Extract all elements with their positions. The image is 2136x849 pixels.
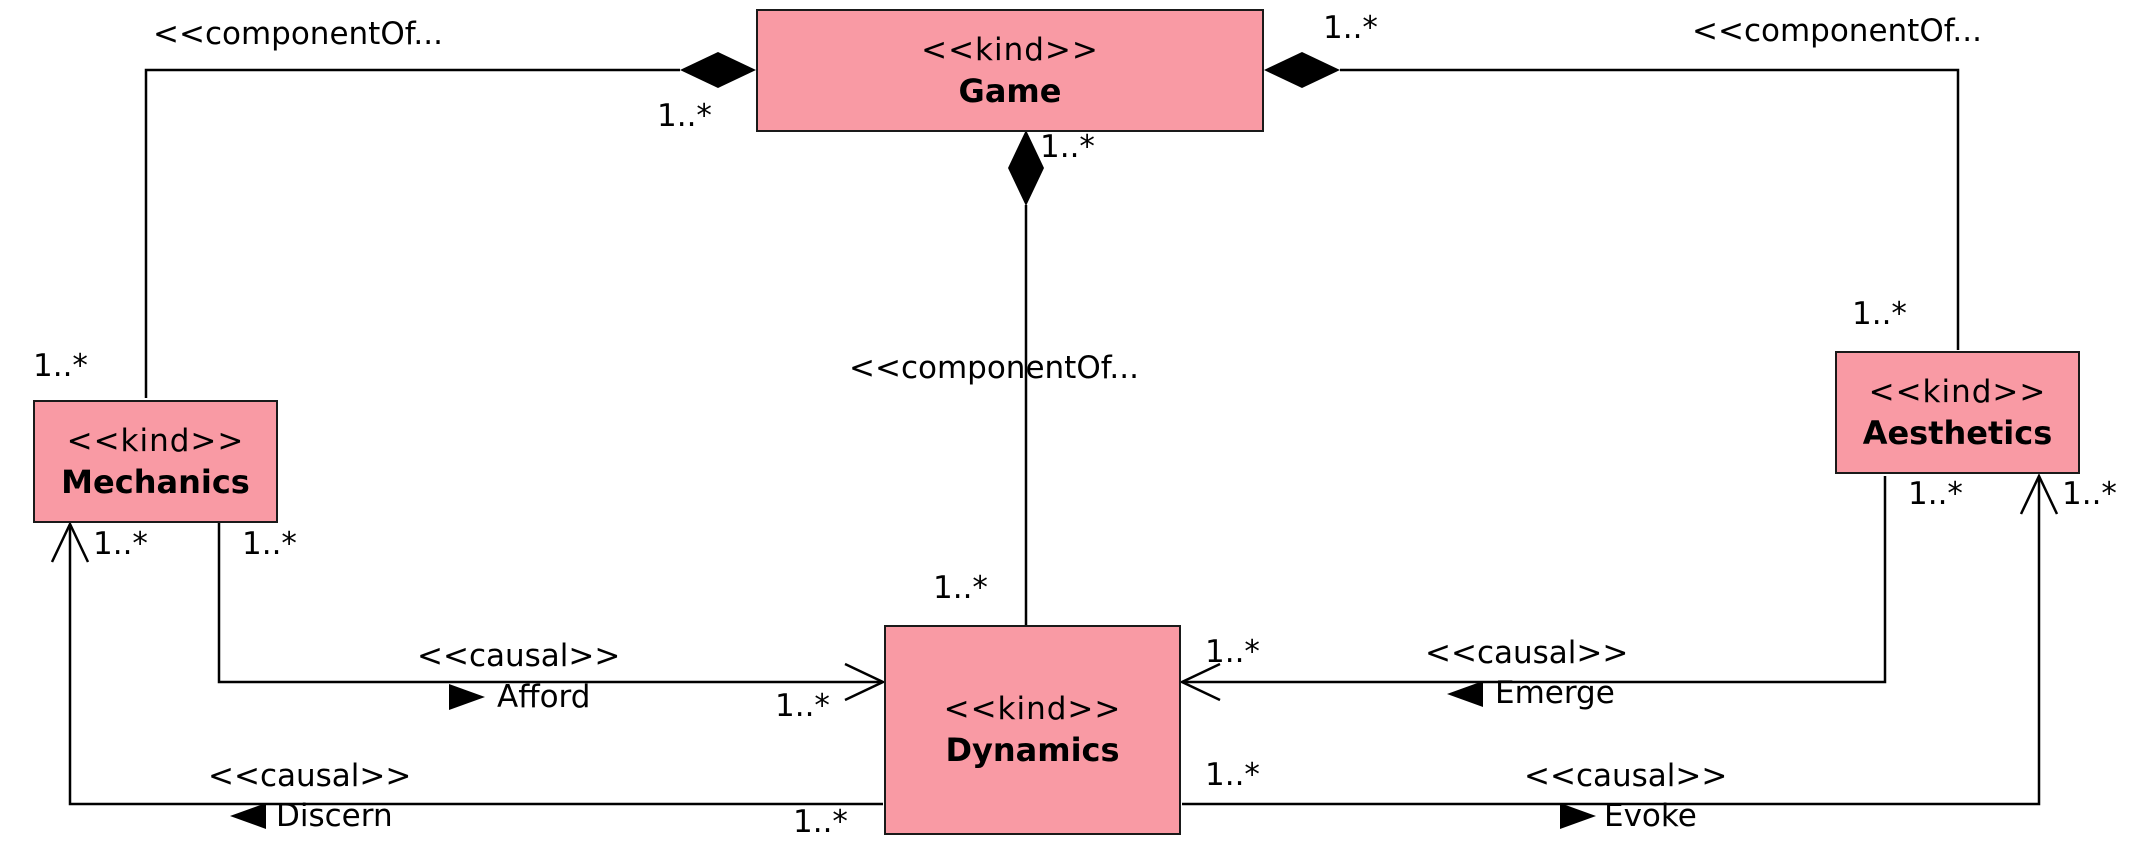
association-stereotype-label: <<causal>> — [208, 758, 412, 794]
class-name: Aesthetics — [1862, 413, 2053, 452]
association-stereotype-label: <<componentOf... — [849, 350, 1139, 386]
discern-direction-triangle — [230, 803, 266, 829]
class-stereotype: <<kind>> — [1868, 373, 2047, 410]
evoke-direction-triangle — [1560, 803, 1596, 829]
emerge-arrowhead — [1179, 662, 1221, 702]
class-aesthetics[interactable]: <<kind>> Aesthetics — [1835, 351, 2080, 474]
multiplicity-label: 1..* — [1908, 476, 1963, 512]
multiplicity-label: 1..* — [657, 98, 712, 134]
association-name-label: Emerge — [1495, 675, 1615, 711]
evoke-line[interactable] — [1182, 476, 2041, 806]
class-stereotype: <<kind>> — [943, 691, 1122, 727]
class-stereotype: <<kind>> — [66, 422, 245, 459]
multiplicity-label: 1..* — [1205, 757, 1260, 793]
afford-line[interactable] — [217, 523, 883, 684]
class-name: Game — [958, 71, 1062, 110]
evoke-arrowhead — [2019, 473, 2059, 515]
class-stereotype: <<kind>> — [921, 31, 1099, 68]
discern-arrowhead — [50, 521, 90, 563]
association-name-label: Afford — [497, 679, 591, 715]
association-name-label: Evoke — [1604, 798, 1697, 834]
game-mechanics-line[interactable] — [144, 68, 680, 398]
afford-direction-triangle — [449, 684, 485, 710]
multiplicity-label: 1..* — [933, 570, 988, 606]
multiplicity-label: 1..* — [1323, 10, 1378, 46]
multiplicity-label: 1..* — [2062, 476, 2117, 512]
emerge-direction-triangle — [1447, 681, 1483, 707]
class-mechanics[interactable]: <<kind>> Mechanics — [33, 400, 278, 523]
emerge-line[interactable] — [1182, 476, 1887, 684]
game-aesthetics-line[interactable] — [1340, 68, 1960, 350]
multiplicity-label: 1..* — [793, 804, 848, 840]
game-aesthetics-composition-diamond — [1264, 52, 1340, 88]
multiplicity-label: 1..* — [775, 688, 830, 724]
class-name: Dynamics — [945, 731, 1120, 769]
class-name: Mechanics — [61, 462, 250, 501]
association-name-label: Discern — [276, 798, 393, 834]
association-stereotype-label: <<causal>> — [1425, 635, 1629, 671]
multiplicity-label: 1..* — [33, 348, 88, 384]
afford-arrowhead — [844, 662, 886, 702]
association-stereotype-label: <<causal>> — [417, 638, 621, 674]
association-stereotype-label: <<componentOf... — [153, 16, 443, 52]
discern-line[interactable] — [68, 526, 883, 806]
multiplicity-label: 1..* — [1040, 129, 1095, 165]
game-dynamics-composition-diamond — [1008, 130, 1044, 206]
multiplicity-label: 1..* — [93, 526, 148, 562]
multiplicity-label: 1..* — [1852, 296, 1907, 332]
class-game[interactable]: <<kind>> Game — [756, 9, 1264, 132]
association-stereotype-label: <<causal>> — [1524, 758, 1728, 794]
association-stereotype-label: <<componentOf... — [1692, 13, 1982, 49]
multiplicity-label: 1..* — [242, 526, 297, 562]
class-dynamics[interactable]: <<kind>> Dynamics — [884, 625, 1181, 835]
game-mechanics-composition-diamond — [680, 52, 756, 88]
multiplicity-label: 1..* — [1205, 634, 1260, 670]
